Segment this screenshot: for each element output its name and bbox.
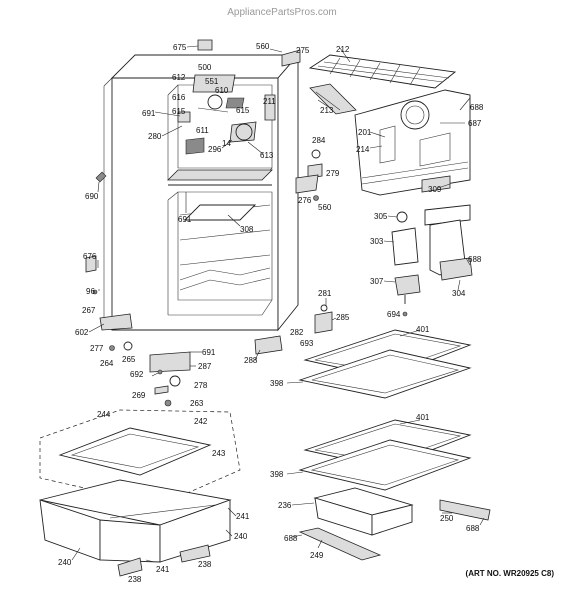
- callout-308: 308: [240, 225, 254, 234]
- callout-267: 267: [82, 306, 96, 315]
- callout-615-left: 615: [172, 107, 186, 116]
- callout-264: 264: [100, 359, 114, 368]
- callout-688-mid: 688: [468, 255, 482, 264]
- leader-lines: [71, 45, 485, 563]
- callout-288: 288: [244, 356, 258, 365]
- callout-243: 243: [212, 449, 226, 458]
- callout-265: 265: [122, 355, 136, 364]
- rear-evaporator-cover: [354, 89, 471, 196]
- callout-201: 201: [358, 128, 372, 137]
- callout-675: 675: [173, 43, 187, 52]
- crisper-drawers: [39, 409, 241, 577]
- callout-304: 304: [452, 289, 466, 298]
- callout-691-top: 691: [142, 109, 156, 118]
- callout-241-bottom: 241: [156, 565, 170, 574]
- callout-693: 693: [300, 339, 314, 348]
- watermark: AppliancePartsPros.com: [227, 7, 337, 18]
- callout-277: 277: [90, 344, 104, 353]
- callout-212: 212: [336, 45, 350, 54]
- callout-688-top: 688: [470, 103, 484, 112]
- callout-276: 276: [298, 196, 312, 205]
- callout-287: 287: [198, 362, 212, 371]
- callout-688-right: 688: [466, 524, 480, 533]
- damper-parts: [295, 149, 323, 201]
- callout-303: 303: [370, 237, 384, 246]
- callout-281: 281: [318, 289, 332, 298]
- freezer-wire-shelf: [281, 49, 457, 89]
- callout-250: 250: [440, 514, 454, 523]
- callout-500: 500: [198, 63, 212, 72]
- callout-401-lower: 401: [416, 413, 430, 422]
- evaporator-fan-assembly: [177, 39, 276, 155]
- callout-279: 279: [326, 169, 340, 178]
- callout-401-upper: 401: [416, 325, 430, 334]
- callout-263: 263: [190, 399, 204, 408]
- art-number: (ART NO. WR20925 C8): [466, 569, 555, 578]
- hinge-parts-left: [85, 171, 333, 407]
- callout-284: 284: [312, 136, 326, 145]
- air-duct-assembly: [391, 204, 473, 317]
- callout-688-bottom: 688: [284, 534, 298, 543]
- callout-282: 282: [290, 328, 304, 337]
- callout-236: 236: [278, 501, 292, 510]
- callout-398-upper: 398: [270, 379, 284, 388]
- callout-238-right: 238: [198, 560, 212, 569]
- callout-602: 602: [75, 328, 89, 337]
- callout-307: 307: [370, 277, 384, 286]
- callout-240-left: 240: [58, 558, 72, 567]
- callout-240-right: 240: [234, 532, 248, 541]
- callout-676: 676: [83, 252, 97, 261]
- callout-238-left: 238: [128, 575, 142, 584]
- callout-398-lower: 398: [270, 470, 284, 479]
- callout-309: 309: [428, 185, 442, 194]
- callout-280: 280: [148, 132, 162, 141]
- callout-694: 694: [387, 310, 401, 319]
- callout-278: 278: [194, 381, 208, 390]
- callout-610: 610: [215, 86, 229, 95]
- callout-560-top: 560: [256, 42, 270, 51]
- callout-285: 285: [336, 313, 350, 322]
- callout-691-bottom: 691: [202, 348, 216, 357]
- callout-560-mid: 560: [318, 203, 332, 212]
- callout-14: 14: [222, 139, 231, 148]
- upper-glass-shelf: [298, 329, 472, 399]
- lower-glass-shelf: [298, 419, 472, 491]
- callout-551: 551: [205, 77, 219, 86]
- callout-613: 613: [260, 151, 274, 160]
- callout-242: 242: [194, 417, 208, 426]
- small-drawer: [298, 487, 491, 561]
- callout-275: 275: [296, 46, 310, 55]
- callout-96: 96: [86, 287, 95, 296]
- callout-690: 690: [85, 192, 99, 201]
- callout-612: 612: [172, 73, 186, 82]
- callout-615-right: 615: [236, 106, 250, 115]
- callout-687: 687: [468, 119, 482, 128]
- callout-269: 269: [132, 391, 146, 400]
- callout-616: 616: [172, 93, 186, 102]
- callout-244: 244: [97, 410, 111, 419]
- callout-213: 213: [320, 106, 334, 115]
- callout-211: 211: [263, 97, 276, 106]
- callout-241-right: 241: [236, 512, 250, 521]
- callout-611: 611: [196, 126, 209, 135]
- callout-labels: 675 560 275 212 500 612 551 610 616 691 …: [58, 42, 484, 584]
- callout-214: 214: [356, 145, 370, 154]
- callout-305: 305: [374, 212, 388, 221]
- light-housing: [309, 83, 357, 115]
- callout-249: 249: [310, 551, 324, 560]
- callout-691-mid: 691: [178, 215, 192, 224]
- callout-296: 296: [208, 145, 222, 154]
- callout-692: 692: [130, 370, 144, 379]
